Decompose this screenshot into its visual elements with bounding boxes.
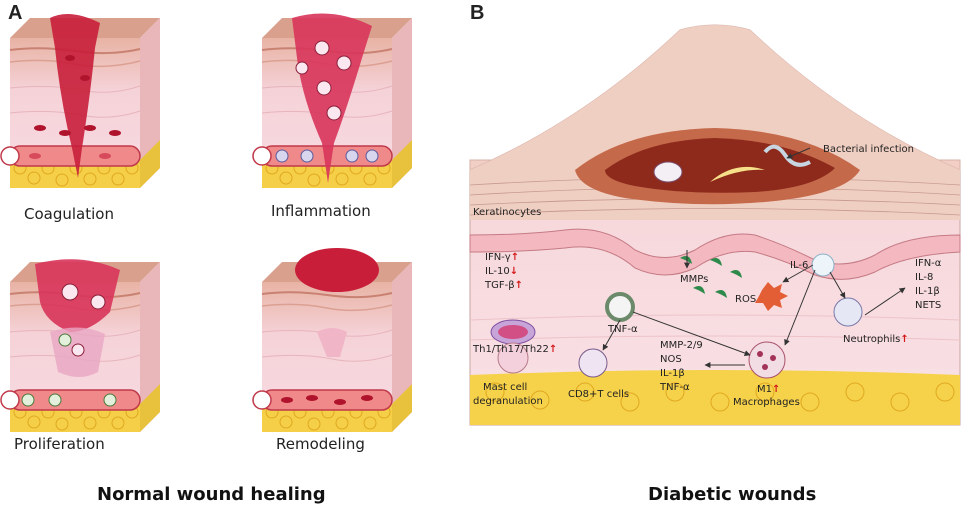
label-nos: NOS xyxy=(660,354,682,365)
arrow-up-m1: ↑ xyxy=(772,384,780,395)
label-il1b: IL-1β xyxy=(660,368,685,379)
label-mmps: MMPs xyxy=(680,274,708,285)
arrow-up-th-cells: ↑ xyxy=(549,344,557,355)
svg-text:Th1/Th17/Th22↑: Th1/Th17/Th22↑ xyxy=(472,344,557,355)
panel-a-illustrations xyxy=(0,13,413,433)
stage-label-proliferation: Proliferation xyxy=(14,435,105,453)
label-ifn-gamma: IFN-γ xyxy=(485,252,511,263)
label-ifn-alpha: IFN-α xyxy=(915,258,942,269)
label-il6: IL-6 xyxy=(790,260,808,271)
label-mast-cell: Mast cell xyxy=(483,382,527,393)
svg-text:IFN-γ↑: IFN-γ↑ xyxy=(485,252,519,263)
arrow-up-tgf-beta: ↑ xyxy=(515,280,523,291)
arrow-down-il10: ↓ xyxy=(510,266,518,277)
svg-text:Neutrophils↑: Neutrophils↑ xyxy=(843,334,909,345)
stage-label-inflammation: Inflammation xyxy=(271,202,371,220)
stage-label-remodeling: Remodeling xyxy=(276,435,365,453)
label-tnf-alpha-bottom: TNF-α xyxy=(659,382,690,393)
label-bacterial-infection: Bacterial infection xyxy=(823,144,914,155)
arrow-up-neutrophils: ↑ xyxy=(900,334,908,345)
inflammation-illustration xyxy=(252,13,413,189)
stage-label-coagulation: Coagulation xyxy=(24,205,114,223)
panel-b-diagram: Bacterial infection Keratinocytes IFN-γ↑… xyxy=(469,24,961,426)
panel-a-letter: A xyxy=(8,2,23,24)
label-m1: M1 xyxy=(757,384,772,395)
label-nets: NETS xyxy=(915,300,941,311)
proliferation-illustration xyxy=(0,259,161,433)
label-ros: ROS xyxy=(735,294,756,305)
panel-b-letter: B xyxy=(470,2,485,24)
svg-text:TGF-β↑: TGF-β↑ xyxy=(484,280,523,291)
coagulation-illustration xyxy=(0,14,161,189)
label-il8: IL-8 xyxy=(915,272,933,283)
svg-text:IL-10↓: IL-10↓ xyxy=(485,266,518,277)
label-keratinocytes: Keratinocytes xyxy=(473,207,541,218)
label-mmp29: MMP-2/9 xyxy=(660,340,703,351)
label-il10: IL-10 xyxy=(485,266,510,277)
label-cd8-t-cells: CD8+T cells xyxy=(568,389,629,400)
caption-diabetic-wounds: Diabetic wounds xyxy=(648,484,817,505)
label-il1b-right: IL-1β xyxy=(915,286,940,297)
label-tgf-beta: TGF-β xyxy=(484,280,515,291)
caption-normal-wound-healing: Normal wound healing xyxy=(97,484,326,505)
arrow-up-ifn-gamma: ↑ xyxy=(511,252,519,263)
label-macrophages: Macrophages xyxy=(733,397,800,408)
label-neutrophils: Neutrophils xyxy=(843,334,900,345)
label-tnf-alpha-top: TNF-α xyxy=(607,324,638,335)
label-degranulation: degranulation xyxy=(473,396,543,407)
remodeling-illustration xyxy=(252,248,413,433)
label-th-cells: Th1/Th17/Th22 xyxy=(472,344,549,355)
svg-text:M1↑: M1↑ xyxy=(757,384,780,395)
